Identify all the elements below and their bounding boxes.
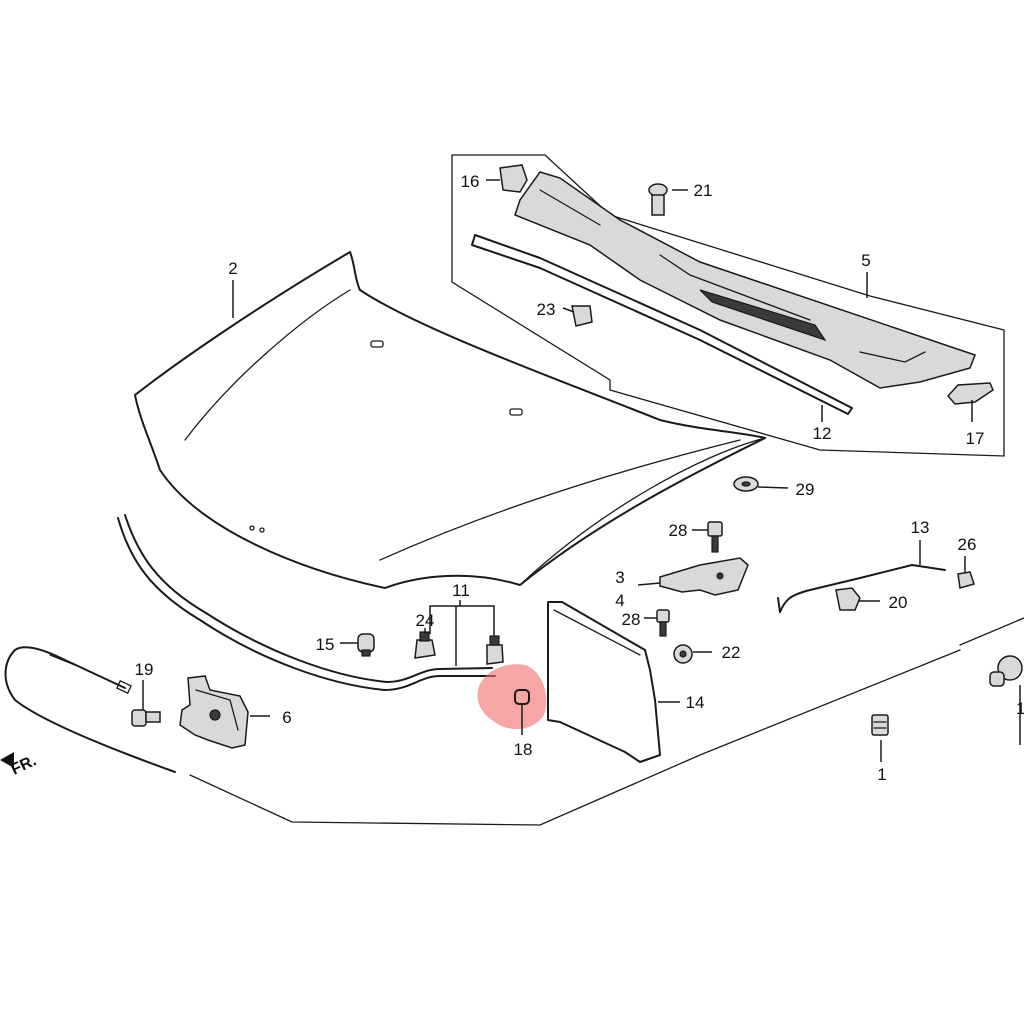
callout-22: 22 (722, 643, 741, 662)
bolt-28-upper (707, 521, 723, 553)
callout-1: 1 (877, 765, 886, 784)
callout-28-upper: 28 (669, 521, 688, 540)
callout-4: 4 (615, 591, 624, 610)
callout-5: 5 (861, 251, 870, 270)
callout-16-upper: 16 (461, 172, 480, 191)
highlighted-part-18 (477, 664, 547, 735)
front-direction-indicator: FR. (0, 752, 39, 779)
callout-6: 6 (282, 708, 291, 727)
clip-15 (357, 633, 375, 657)
clip-26 (957, 571, 975, 589)
hood-insulator-panel (547, 601, 661, 763)
grommet-22 (673, 644, 693, 664)
clip-16-upper (499, 164, 528, 193)
bolt-19 (131, 709, 161, 727)
cowl-top (514, 171, 976, 389)
callout-11: 11 (452, 581, 470, 600)
callout-13: 13 (911, 518, 930, 537)
callout-21: 21 (694, 181, 713, 200)
hood-seal (117, 514, 496, 691)
leader-lines (142, 179, 973, 762)
callout-26: 26 (958, 535, 977, 554)
callout-28-lower: 28 (622, 610, 641, 629)
cowl-group-outline (451, 154, 1005, 457)
cowl-molding (471, 234, 853, 415)
callout-2: 2 (228, 259, 237, 278)
callout-12: 12 (813, 424, 832, 443)
callout-24: 24 (416, 611, 435, 630)
hood-latch (179, 675, 249, 749)
hood-hinge (659, 557, 749, 596)
hood-support-rod (777, 564, 946, 613)
grommet-29 (733, 476, 759, 492)
hood-release-cable (4, 646, 176, 773)
clip-11 (486, 635, 504, 665)
callout-23: 23 (537, 300, 556, 319)
bolt-28-lower (656, 609, 670, 637)
clip-24 (414, 631, 436, 659)
assembly-boundary (189, 617, 1024, 826)
callout-20: 20 (889, 593, 908, 612)
partial-part-16-right (989, 655, 1023, 745)
part-1-clip (871, 714, 889, 736)
callout-15: 15 (316, 635, 335, 654)
bumper-21 (648, 183, 668, 216)
callout-19: 19 (135, 660, 154, 679)
callout-18: 18 (514, 740, 533, 759)
clip-23 (571, 305, 593, 327)
callout-3: 3 (615, 568, 624, 587)
hood-panel (134, 251, 766, 589)
callout-29: 29 (796, 480, 815, 499)
callout-17: 17 (966, 429, 985, 448)
callout-14: 14 (686, 693, 705, 712)
rod-holder-20 (835, 587, 861, 611)
callout-16-right: 16 (1016, 699, 1024, 718)
bracket-17 (946, 382, 994, 405)
